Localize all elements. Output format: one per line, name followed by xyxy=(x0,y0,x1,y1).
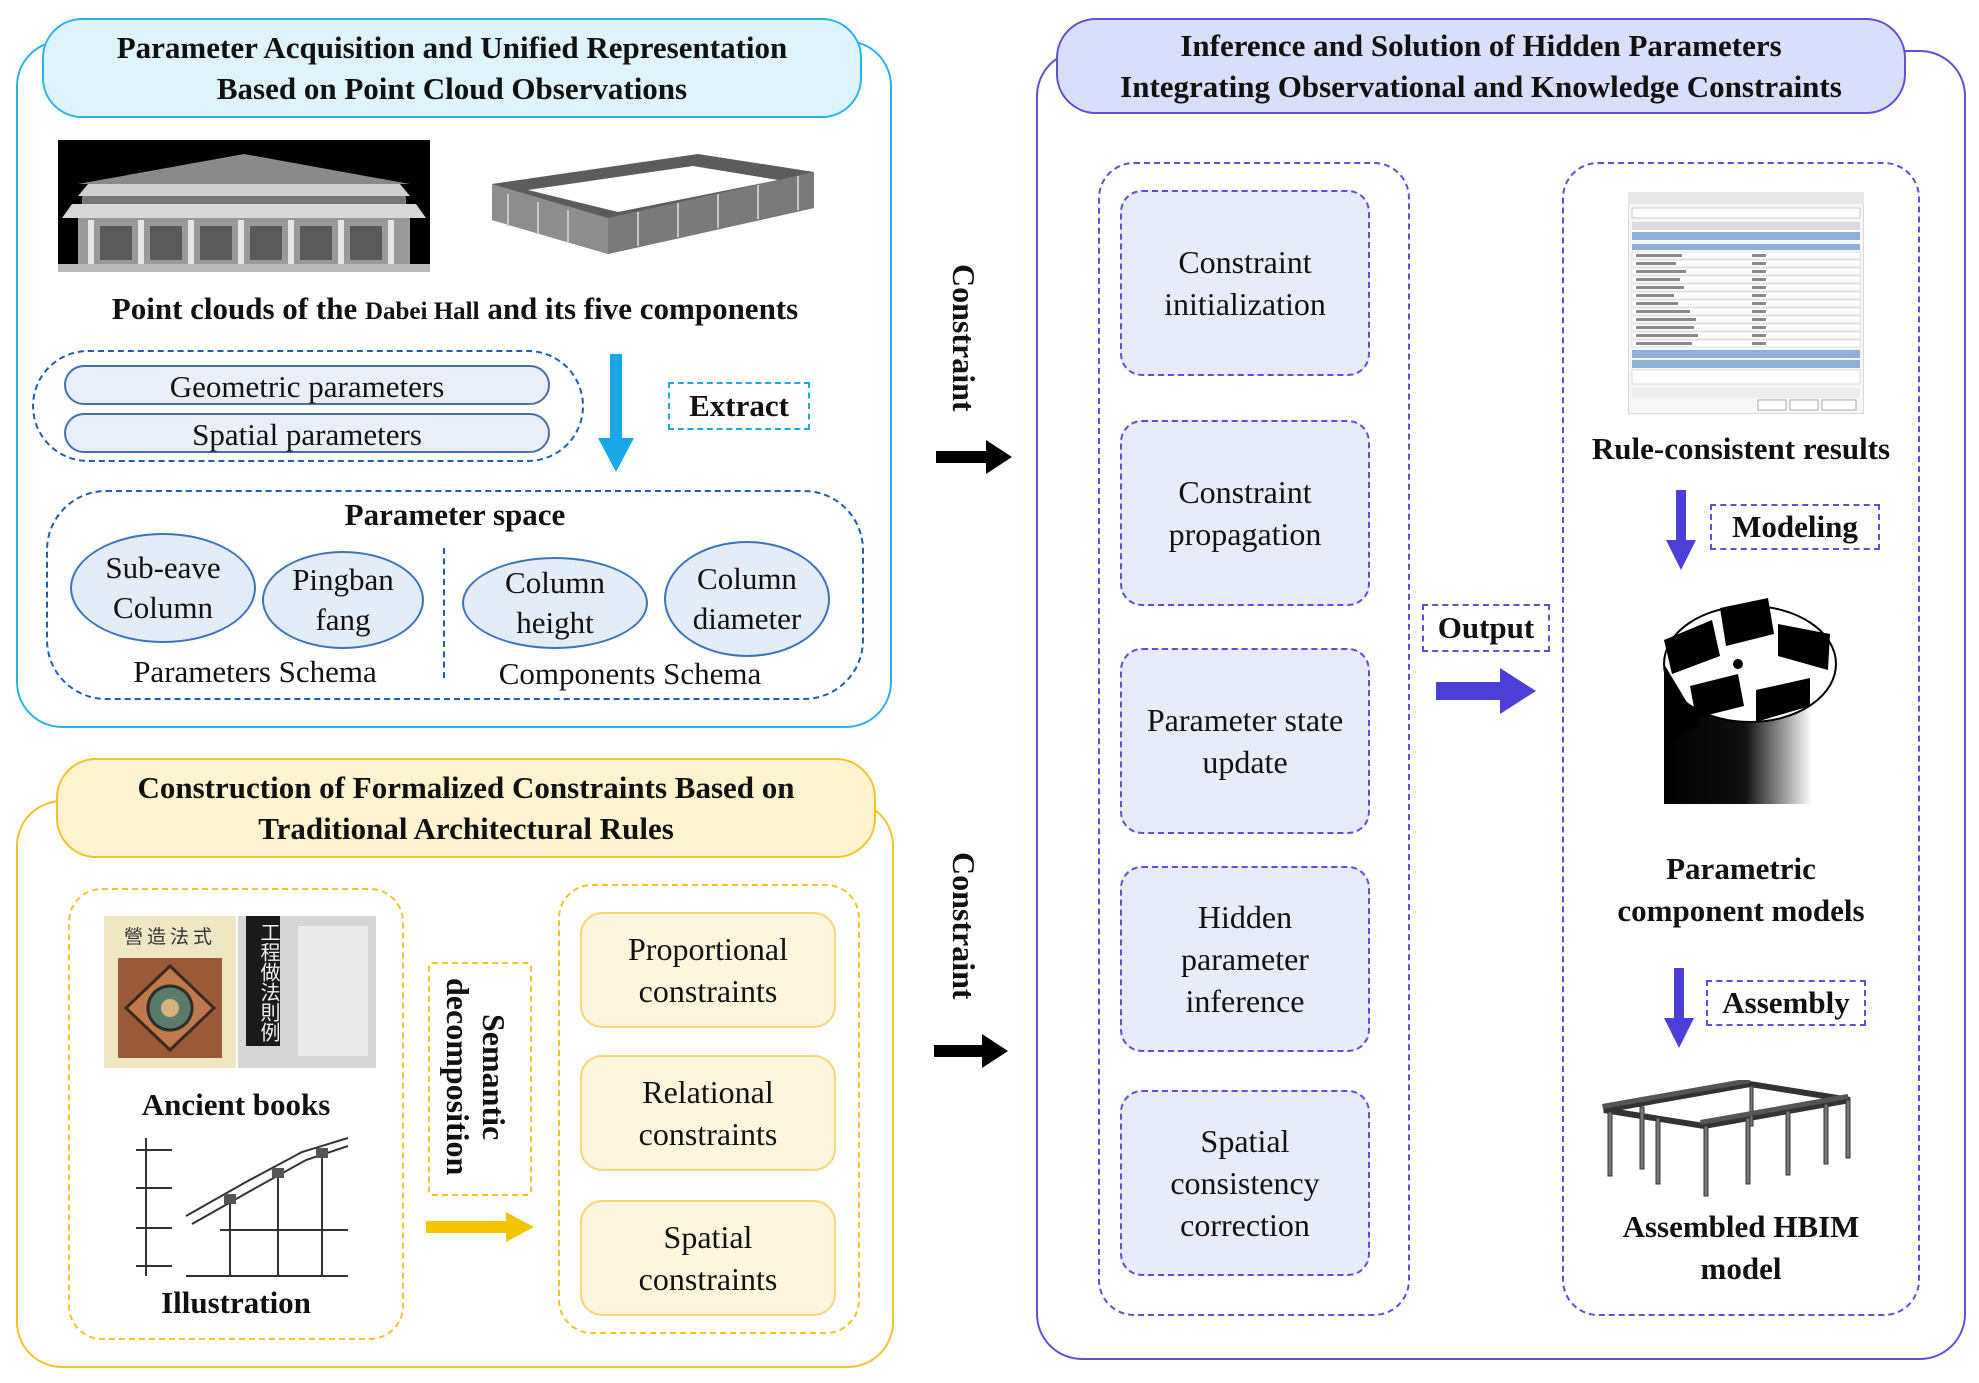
ellipse-sub-eave-column: Sub-eave Column xyxy=(70,533,256,643)
parameter-table-image xyxy=(1628,192,1864,414)
constraint-label-top: Constraint xyxy=(946,264,982,412)
spatial-parameters: Spatial parameters xyxy=(64,413,550,453)
parameters-schema-label: Parameters Schema xyxy=(133,654,377,689)
semantic-decomposition-label: Semantic decomposition xyxy=(440,978,512,1176)
parameter-space-title: Parameter space xyxy=(344,497,566,532)
output-tag: Output xyxy=(1422,604,1550,652)
step-constraint-initialization: Constraint initialization xyxy=(1120,190,1370,376)
book-title-1: 營造法式 xyxy=(123,926,216,948)
decomposition-arrow xyxy=(426,1212,534,1242)
illustration-label: Illustration xyxy=(161,1285,311,1320)
book-title-2: 工程做法則例 xyxy=(257,922,281,1042)
geometric-parameters: Geometric parameters xyxy=(64,365,550,405)
schema-divider xyxy=(443,548,445,678)
parameter-group xyxy=(32,350,584,462)
hall-point-cloud-image xyxy=(58,140,430,272)
ancient-books-label: Ancient books xyxy=(141,1087,331,1122)
output-arrow xyxy=(1436,668,1536,714)
modeling-tag: Modeling xyxy=(1710,504,1880,550)
parametric-models-label: Parametric component models xyxy=(1617,851,1865,928)
parameter-space-group xyxy=(46,490,864,700)
constraint-arrow-bottom xyxy=(934,1034,1008,1068)
constraints-group xyxy=(558,884,860,1334)
inference-title: Inference and Solution of Hidden Paramet… xyxy=(1056,18,1906,114)
ancient-book-image-2: 工程做法則例 xyxy=(238,916,376,1068)
books-group xyxy=(68,888,404,1340)
modeling-arrow xyxy=(1666,490,1696,570)
dabei-hall-name: Dabei Hall xyxy=(364,298,480,325)
construction-title: Construction of Formalized Constraints B… xyxy=(56,758,876,858)
ellipse-pingban-fang: Pingban fang xyxy=(262,551,424,649)
step-spatial-consistency-correction: Spatial consistency correction xyxy=(1120,1090,1370,1276)
proportional-constraints: Proportional constraints xyxy=(580,912,836,1028)
semantic-decomposition-box xyxy=(428,962,532,1196)
constraint-label-bottom: Constraint xyxy=(946,852,982,1000)
step-constraint-propagation: Constraint propagation xyxy=(1120,420,1370,606)
components-point-cloud-image xyxy=(488,150,818,275)
components-schema-label: Components Schema xyxy=(498,656,762,691)
process-steps-group xyxy=(1098,162,1410,1316)
results-group xyxy=(1562,162,1920,1316)
step-hidden-parameter-inference: Hidden parameter inference xyxy=(1120,866,1370,1052)
ancient-book-image-1: 營造法式 xyxy=(104,916,236,1068)
rule-consistent-results-label: Rule-consistent results xyxy=(1591,431,1891,466)
ellipse-column-height: Column height xyxy=(462,557,648,649)
step-parameter-state-update: Parameter state update xyxy=(1120,648,1370,834)
relational-constraints: Relational constraints xyxy=(580,1055,836,1171)
parametric-component-image xyxy=(1663,598,1837,804)
assembly-arrow xyxy=(1664,968,1694,1048)
hbim-model-label: Assembled HBIM model xyxy=(1622,1209,1860,1286)
point-cloud-caption: Point clouds of the Dabei Hall and its f… xyxy=(111,291,799,326)
acquisition-title: Parameter Acquisition and Unified Repres… xyxy=(42,18,862,118)
assembly-tag: Assembly xyxy=(1706,980,1866,1026)
extract-arrow xyxy=(598,354,634,472)
ellipse-column-diameter: Column diameter xyxy=(664,541,830,657)
spatial-constraints: Spatial constraints xyxy=(580,1200,836,1316)
hbim-model-image xyxy=(1602,1080,1851,1197)
constraint-arrow-top xyxy=(936,440,1012,474)
illustration-image xyxy=(136,1137,349,1277)
extract-tag: Extract xyxy=(668,382,810,430)
